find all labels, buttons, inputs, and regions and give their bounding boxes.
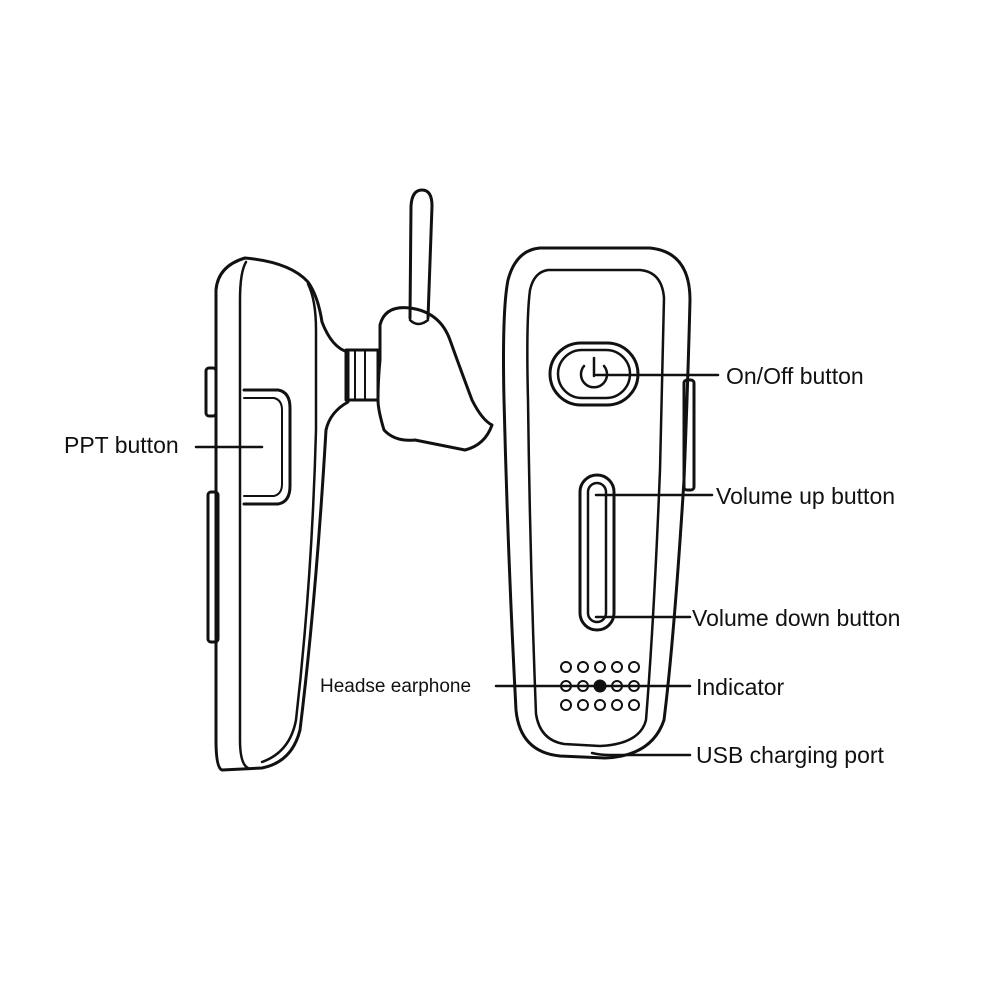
ear-tip-inner: [408, 318, 430, 326]
usb-label: USB charging port: [696, 742, 885, 768]
speaker-grille: [560, 661, 640, 711]
ear-tip: [376, 306, 494, 452]
side-view-device: [204, 188, 494, 772]
side-body-inner: [238, 260, 250, 770]
volume-rocker[interactable]: [578, 473, 616, 632]
connector-neck: [344, 348, 380, 402]
boom-stem: [408, 188, 434, 320]
side-button-top: [204, 366, 218, 418]
volume-down-label: Volume down button: [692, 605, 900, 631]
front-panel-inner: [526, 268, 666, 748]
headset-label: Headse earphone: [320, 676, 471, 697]
front-view-device: [502, 246, 696, 760]
side-button-bottom: [206, 490, 220, 644]
power-icon: [579, 356, 609, 389]
ppt-label: PPT button: [64, 432, 179, 458]
front-body-outer: [502, 246, 692, 760]
volume-up-label: Volume up button: [716, 483, 895, 509]
indicator-label: Indicator: [696, 674, 785, 700]
onoff-label: On/Off button: [726, 363, 864, 389]
leader-lines: [194, 373, 720, 757]
ppt-button: [242, 388, 292, 506]
side-body-outer: [214, 256, 350, 772]
side-edge-bar: [682, 378, 696, 492]
usb-leader: [590, 751, 692, 757]
